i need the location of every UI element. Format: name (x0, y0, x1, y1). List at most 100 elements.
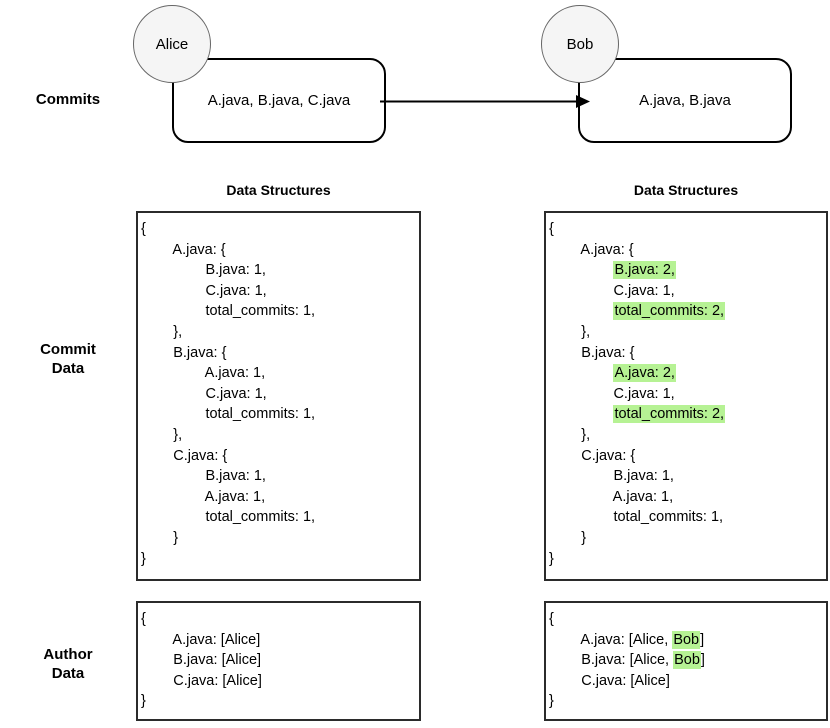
code-text: B.java: { (549, 344, 635, 361)
code-line: A.java: 1, (141, 363, 419, 384)
code-line: A.java: 2, (549, 363, 826, 384)
code-line: C.java: [Alice] (549, 671, 826, 692)
commit-card-bob[interactable]: A.java, B.java (578, 58, 792, 143)
code-line: total_commits: 2, (549, 404, 826, 425)
code-line: B.java: [Alice] (141, 650, 419, 671)
code-text: ] (700, 652, 705, 669)
author-name-alice: Alice (155, 35, 189, 53)
code-text: C.java: 1, (549, 282, 675, 299)
author-circle-bob[interactable]: Bob (541, 5, 619, 83)
code-line: C.java: 1, (141, 384, 419, 405)
code-text: { (141, 221, 146, 237)
code-text: { (549, 611, 554, 627)
code-line: } (141, 549, 419, 570)
code-text: A.java: 1, (141, 488, 266, 505)
code-text: B.java: { (141, 344, 227, 361)
code-line: total_commits: 1, (549, 507, 826, 528)
column-header-right: Data Structures (633, 182, 739, 198)
highlighted-value: Bob (672, 630, 701, 649)
commit-files-alice: A.java, B.java, C.java (207, 92, 351, 109)
code-line: { (549, 609, 826, 630)
code-text: total_commits: 1, (549, 509, 724, 526)
code-line: A.java: { (549, 240, 826, 261)
code-text: C.java: { (549, 447, 636, 464)
code-text: B.java: [Alice] (141, 652, 262, 669)
code-text: total_commits: 1, (141, 303, 316, 320)
code-text (549, 406, 613, 422)
code-line: B.java: 1, (549, 466, 826, 487)
commit-data-code-right: { A.java: { B.java: 2, C.java: 1, total_… (546, 213, 826, 569)
commit-data-code-left: { A.java: { B.java: 1, C.java: 1, total_… (138, 213, 419, 569)
author-data-box-right: { A.java: [Alice, Bob] B.java: [Alice, B… (544, 601, 828, 721)
code-text: }, (141, 323, 183, 340)
code-text: } (141, 529, 179, 546)
code-text: { (141, 611, 146, 627)
code-text: A.java: { (549, 241, 634, 258)
author-data-box-left: { A.java: [Alice] B.java: [Alice] C.java… (136, 601, 421, 721)
code-line: B.java: { (549, 343, 826, 364)
row-label-author-data: Author Data (43, 646, 93, 682)
code-text: A.java: 1, (549, 488, 674, 505)
code-line: B.java: 1, (141, 466, 419, 487)
code-line: } (141, 691, 419, 712)
code-text: C.java: { (141, 447, 228, 464)
code-text: B.java: 1, (549, 468, 674, 485)
code-line: B.java: 2, (549, 260, 826, 281)
code-line: total_commits: 1, (141, 301, 419, 322)
highlighted-value: A.java: 2, (613, 364, 676, 383)
code-text: { (549, 221, 554, 237)
code-text: B.java: 1, (141, 468, 266, 485)
code-text: B.java: [Alice, (549, 652, 674, 669)
commit-files-bob: A.java, B.java (639, 92, 731, 109)
code-line: }, (549, 425, 826, 446)
code-text: } (141, 550, 146, 567)
commit-data-box-left: { A.java: { B.java: 1, C.java: 1, total_… (136, 211, 421, 581)
code-text: C.java: [Alice] (141, 672, 262, 689)
code-line: total_commits: 1, (141, 507, 419, 528)
code-text (549, 262, 613, 278)
code-text: A.java: { (141, 241, 226, 258)
code-line: }, (141, 425, 419, 446)
code-line: { (141, 219, 419, 240)
code-line: A.java: [Alice] (141, 630, 419, 651)
code-line: C.java: { (549, 446, 826, 467)
code-text: A.java: [Alice, (549, 631, 673, 648)
highlighted-value: B.java: 2, (613, 261, 676, 280)
code-text: A.java: [Alice] (141, 631, 261, 648)
code-text: C.java: 1, (549, 385, 675, 402)
code-line: }, (141, 322, 419, 343)
author-name-bob: Bob (566, 35, 594, 53)
code-line: B.java: { (141, 343, 419, 364)
code-text: ] (700, 631, 705, 648)
code-line: } (549, 691, 826, 712)
author-circle-alice[interactable]: Alice (133, 5, 211, 83)
row-label-commits: Commits (35, 91, 101, 108)
code-line: }, (549, 322, 826, 343)
code-line: A.java: 1, (549, 487, 826, 508)
code-text: total_commits: 1, (141, 509, 316, 526)
author-data-code-right: { A.java: [Alice, Bob] B.java: [Alice, B… (546, 603, 826, 712)
code-line: C.java: { (141, 446, 419, 467)
code-text: C.java: 1, (141, 385, 267, 402)
code-text: }, (549, 426, 591, 443)
code-line: C.java: 1, (549, 281, 826, 302)
code-line: { (549, 219, 826, 240)
column-header-left: Data Structures (226, 182, 331, 198)
code-text: } (549, 693, 554, 710)
code-line: C.java: 1, (141, 281, 419, 302)
code-line: A.java: { (141, 240, 419, 261)
code-line: C.java: 1, (549, 384, 826, 405)
code-text (549, 365, 613, 381)
row-label-commit-data: Commit Data (40, 341, 96, 377)
highlighted-value: Bob (673, 651, 701, 670)
commit-card-alice[interactable]: A.java, B.java, C.java (172, 58, 386, 143)
code-text: C.java: 1, (141, 282, 267, 299)
author-data-code-left: { A.java: [Alice] B.java: [Alice] C.java… (138, 603, 419, 712)
code-text: total_commits: 1, (141, 406, 316, 423)
alice-to-bob-arrow-icon (380, 95, 590, 108)
code-text (549, 303, 613, 319)
code-line: B.java: [Alice, Bob] (549, 650, 826, 671)
commit-data-box-right: { A.java: { B.java: 2, C.java: 1, total_… (544, 211, 828, 581)
code-line: } (549, 549, 826, 570)
